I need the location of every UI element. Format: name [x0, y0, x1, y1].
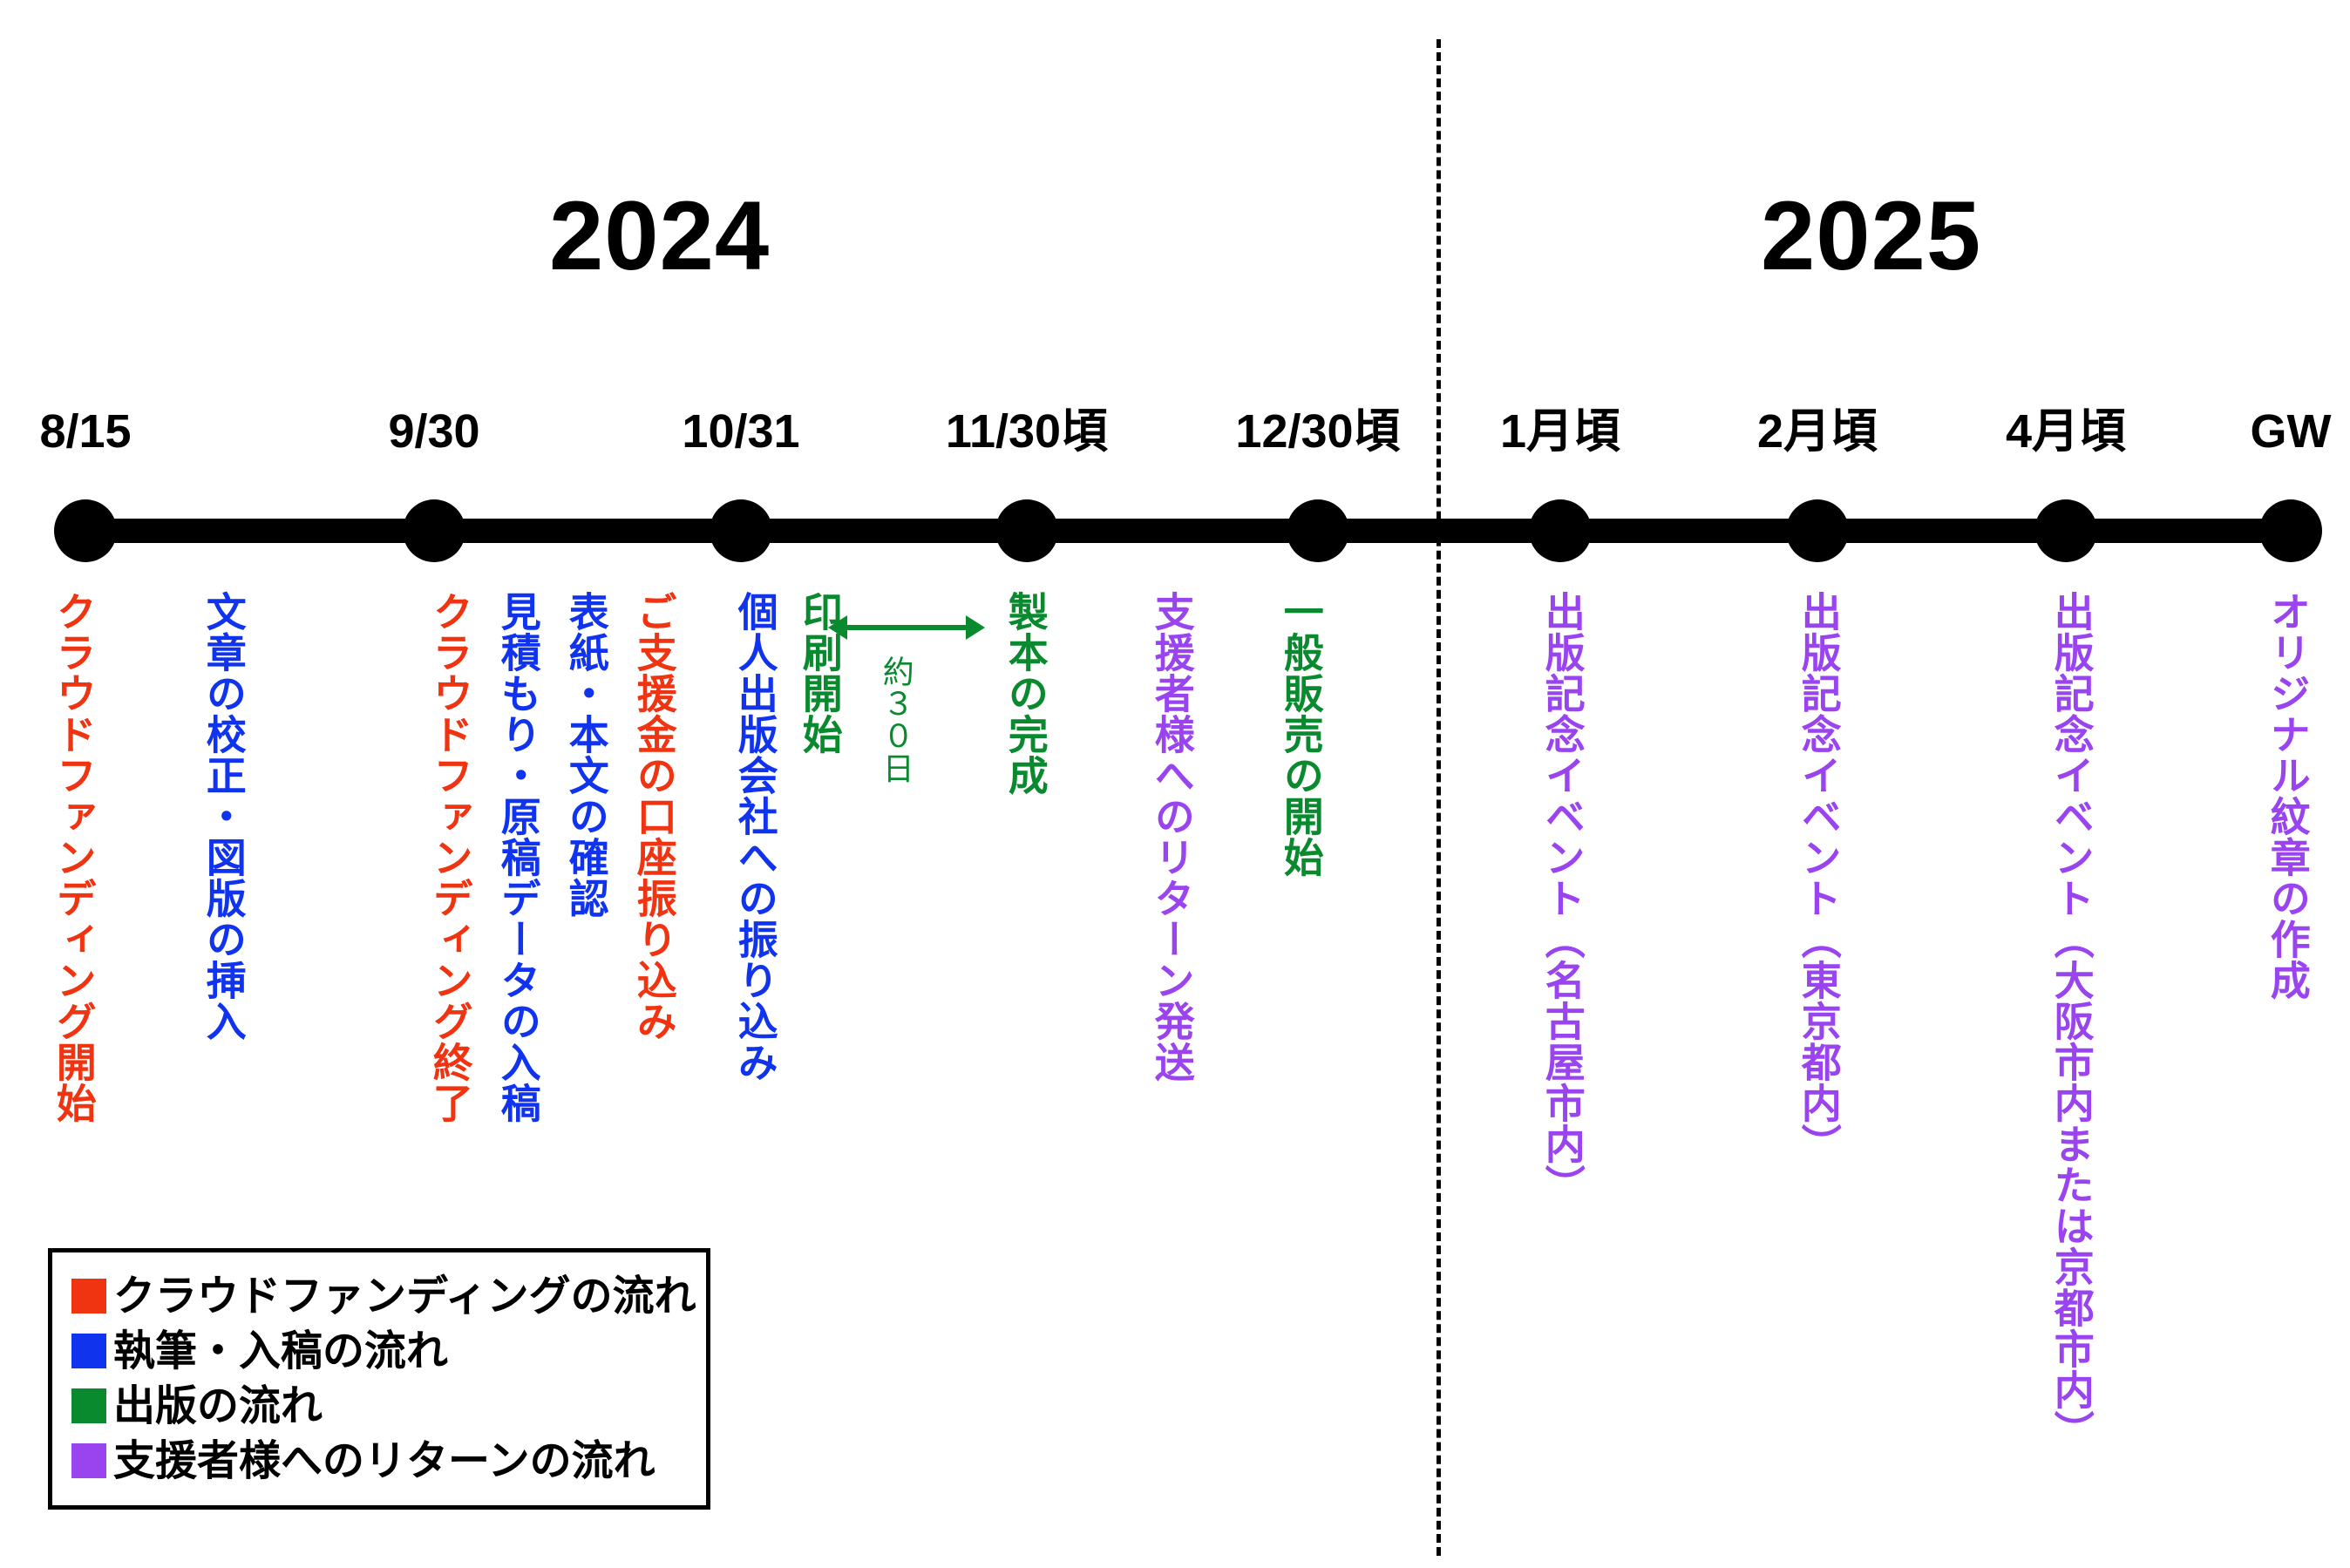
timeline-node [54, 499, 117, 562]
year-divider-dashed-line [1436, 39, 1441, 1556]
legend-box: クラウドファンディングの流れ執筆・入稿の流れ出版の流れ支援者様へのリターンの流れ [48, 1248, 710, 1510]
legend-row: クラウドファンディングの流れ [71, 1268, 696, 1323]
timeline-date-label: 11/30頃 [945, 405, 1109, 458]
timeline-date-label: 8/15 [39, 405, 132, 458]
legend-color-swatch-icon [71, 1442, 106, 1478]
timeline-event-label: 出版記念イベント（大阪市内または京都市内） [2048, 591, 2095, 1451]
timeline-event-label: 出版記念イベント（東京都内） [1795, 591, 1843, 1164]
timeline-event-label: 見積もり・原稿データの入稿 [494, 591, 542, 1123]
year-heading-2024: 2024 [549, 181, 771, 290]
legend-label: 支援者様へのリターンの流れ [113, 1436, 655, 1485]
timeline-event-label: 個人出版会社への振り込み [731, 591, 779, 1083]
timeline-date-label: GW [2250, 405, 2332, 458]
timeline-event-label: クラウドファンディング終了 [426, 591, 474, 1123]
timeline-node [995, 499, 1058, 562]
duration-label-30-days: 約３０日 [877, 655, 914, 784]
timeline-date-label: 4月頃 [2005, 405, 2127, 458]
timeline-node [2259, 499, 2322, 562]
arrow-head-left-icon [828, 615, 847, 640]
timeline-event-label: 表紙・本文の確認 [562, 591, 610, 919]
timeline-event-label: ご支援金の口座振り込み [630, 591, 678, 1042]
timeline-event-label: 支援者様へのリターン発送 [1148, 591, 1196, 1083]
timeline-event-label: 文章の校正・図版の挿入 [200, 591, 248, 1042]
timeline-node [403, 499, 465, 562]
legend-row: 出版の流れ [71, 1378, 687, 1433]
timeline-event-label: クラウドファンディング開始 [50, 591, 98, 1123]
legend-row: 執筆・入稿の流れ [71, 1323, 687, 1378]
timeline-date-label: 9/30 [388, 405, 480, 458]
timeline-date-label: 1月頃 [1499, 405, 1621, 458]
timeline-event-label: 一般販売の開始 [1277, 591, 1325, 878]
legend-row: 支援者様へのリターンの流れ [71, 1433, 687, 1488]
timeline-event-label: 出版記念イベント（名古屋市内） [1538, 591, 1586, 1205]
legend-label: 執筆・入稿の流れ [113, 1326, 449, 1375]
timeline-node [1287, 499, 1349, 562]
legend-color-swatch-icon [71, 1333, 106, 1368]
arrow-shaft [840, 625, 973, 630]
legend-color-swatch-icon [71, 1388, 106, 1423]
legend-label: 出版の流れ [113, 1381, 323, 1430]
timeline-event-label: オリジナル紋章の作成 [2264, 591, 2312, 1001]
duration-arrow-30-days [828, 610, 985, 645]
legend-label: クラウドファンディングの流れ [113, 1271, 696, 1320]
timeline-node [1786, 499, 1849, 562]
year-heading-2025: 2025 [1761, 181, 1982, 290]
timeline-node [2034, 499, 2097, 562]
legend-color-swatch-icon [71, 1278, 106, 1313]
timeline-node [1529, 499, 1592, 562]
timeline-event-label: 製本の完成 [1002, 591, 1049, 796]
timeline-date-label: 10/31 [682, 405, 800, 458]
timeline-node [710, 499, 772, 562]
timeline-date-label: 12/30頃 [1235, 405, 1401, 458]
timeline-date-label: 2月頃 [1756, 405, 1878, 458]
arrow-head-right-icon [966, 615, 985, 640]
